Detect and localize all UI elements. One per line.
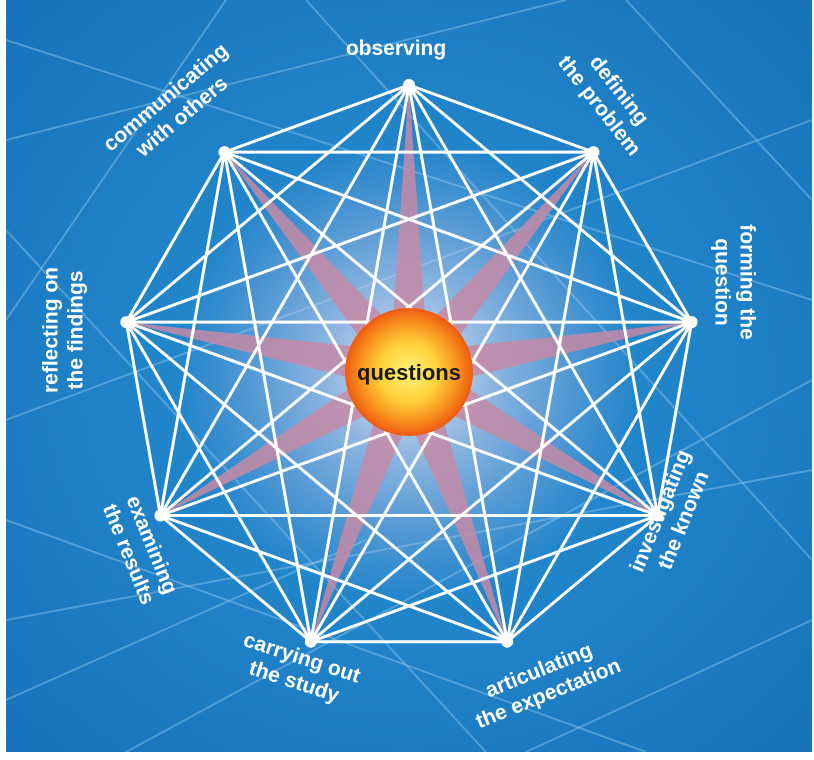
background-line: [525, 619, 812, 752]
connection-line: [656, 320, 694, 517]
star-spike: [391, 85, 427, 334]
node-dots: [120, 79, 698, 648]
node-dot: [218, 146, 231, 159]
connection-line: [158, 150, 227, 517]
node-dot: [120, 316, 133, 329]
connection-line: [591, 150, 694, 324]
stage-label-reflecting-on-the-findings: reflecting onthe findings: [40, 267, 88, 393]
connection-line: [309, 320, 694, 644]
connection-line: [223, 150, 313, 644]
connection-line: [158, 83, 411, 517]
stage-label-line: forming the: [736, 224, 759, 340]
stage-label-line: the findings: [65, 271, 88, 390]
stage-label-line: observing: [346, 37, 446, 60]
node-dot: [685, 316, 698, 329]
star-spike: [443, 322, 692, 383]
node-dot: [304, 635, 317, 648]
connection-line: [591, 150, 660, 517]
connection-line: [158, 514, 509, 644]
connection-line: [124, 320, 162, 517]
connection-line: [124, 320, 509, 644]
connection-line: [124, 150, 595, 324]
connection-line: [505, 514, 660, 644]
connection-line: [124, 320, 313, 644]
connection-line: [505, 150, 595, 644]
connection-line: [407, 83, 694, 324]
background-line: [6, 0, 227, 321]
node-dot: [587, 146, 600, 159]
node-dot: [651, 509, 664, 522]
node-dot: [501, 635, 514, 648]
connection-line: [158, 514, 313, 644]
background-line: [625, 0, 812, 201]
connection-line: [407, 83, 595, 154]
connection-line: [223, 83, 411, 154]
star-spike: [126, 322, 375, 383]
connection-line: [309, 514, 660, 644]
stage-label-line: reflecting on: [40, 267, 63, 393]
connection-line: [505, 320, 694, 644]
center-circle: [345, 308, 473, 436]
connection-line: [124, 150, 227, 324]
connection-line: [223, 150, 694, 324]
center-node: questions: [345, 308, 473, 436]
connection-line: [407, 83, 660, 517]
stage-label-forming-the-question: forming thequestion: [711, 224, 759, 340]
star-spike: [406, 402, 508, 642]
connection-line: [124, 83, 411, 324]
center-label: questions: [357, 360, 461, 385]
stage-label-line: question: [711, 238, 734, 326]
stage-label-observing: observing: [346, 37, 446, 60]
node-dot: [154, 509, 167, 522]
background-line: [6, 0, 567, 141]
node-dot: [403, 79, 415, 91]
star-spike: [310, 402, 412, 642]
